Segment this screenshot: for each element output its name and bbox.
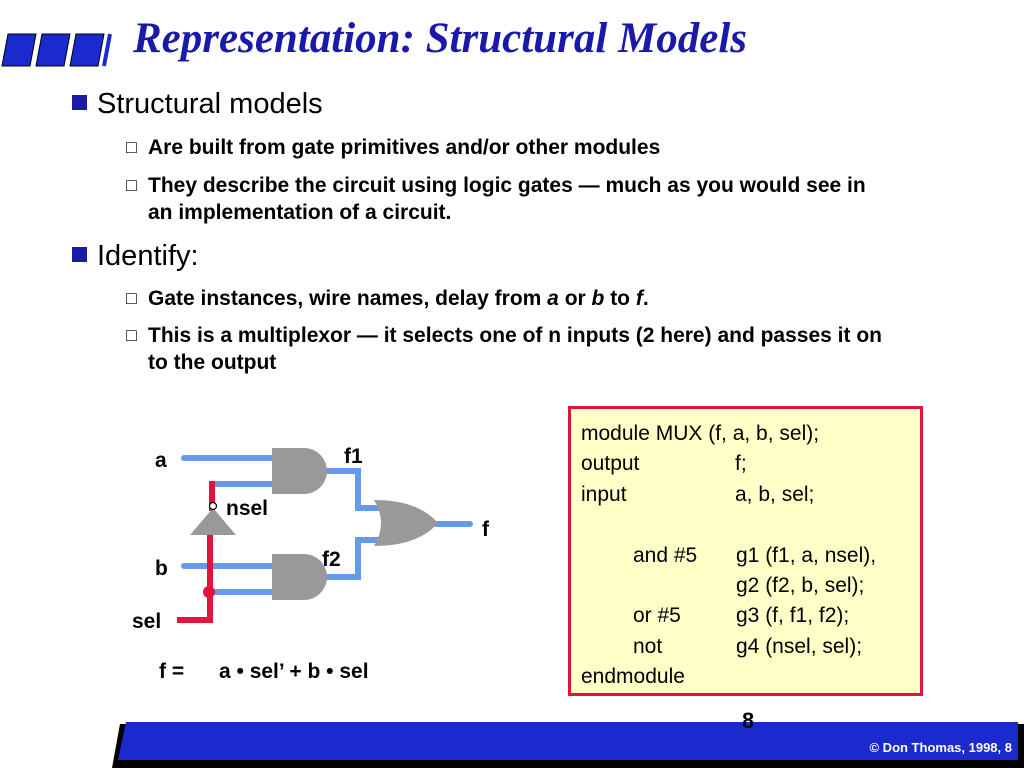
equation-rhs: a • sel’ + b • sel [219,660,369,683]
equation-lhs: f = [159,660,184,683]
label-nsel: nsel [226,497,268,520]
code-keyword: endmodule [581,665,685,689]
inverter-bubble [208,501,218,511]
logo-stripes [1,33,112,67]
not-gate [190,508,236,535]
code-keyword: or #5 [633,604,681,628]
page-number: 8 [742,708,755,733]
sub-bullet: □ Are built from gate primitives and/or … [126,136,661,159]
code-keyword: not [633,634,663,658]
code-keyword: and #5 [633,543,698,567]
wire-sel [177,530,213,623]
and-gate-g1 [272,448,327,494]
bullet-structural-models: Structural models [72,88,323,121]
label-f: f [482,518,490,541]
verilog-code-box: module MUX (f, a, b, sel); output f; input a… [568,406,923,696]
code-args: g2 (f2, b, sel); [736,573,865,597]
label-b: b [155,557,168,580]
checkbox-bullet-icon: □ [126,137,137,157]
wire-f1 [323,468,391,511]
label-f2: f2 [322,548,341,571]
checkbox-bullet-icon: □ [126,288,137,308]
bullet-identify: Identify: [72,240,199,273]
bullet-square-icon [72,247,87,262]
sub-bullet: □ Gate instances, wire names, delay from… [126,287,649,310]
code-keyword: input [581,482,627,506]
sub-bullet: □ They describe the circuit using logic … [126,174,866,224]
and-gate-g2 [272,554,327,600]
code-args: g1 (f1, a, nsel), [736,543,877,567]
code-args: g4 (nsel, sel); [736,634,863,658]
bullet-square-icon [72,95,87,110]
wire-f2 [323,537,391,580]
or-gate-g3 [374,500,438,546]
code-args: a, b, sel; [735,482,815,506]
code-keyword: output [581,452,640,476]
label-a: a [155,449,167,472]
copyright: © Don Thomas, 1998, 8 [869,740,1012,755]
sub-bullet: □ This is a multiplexor — it selects one… [126,324,882,374]
code-keyword: module MUX (f, a, b, sel); [581,422,820,445]
checkbox-bullet-icon: □ [126,175,137,195]
checkbox-bullet-icon: □ [126,325,137,345]
slide-title: Representation: Structural Models [133,15,748,62]
label-f1: f1 [344,445,363,468]
label-sel: sel [132,610,161,633]
footer-bar [112,722,1024,768]
junction-dot [203,586,215,598]
code-args: f; [735,452,747,476]
code-args: g3 (f, f1, f2); [736,604,850,628]
